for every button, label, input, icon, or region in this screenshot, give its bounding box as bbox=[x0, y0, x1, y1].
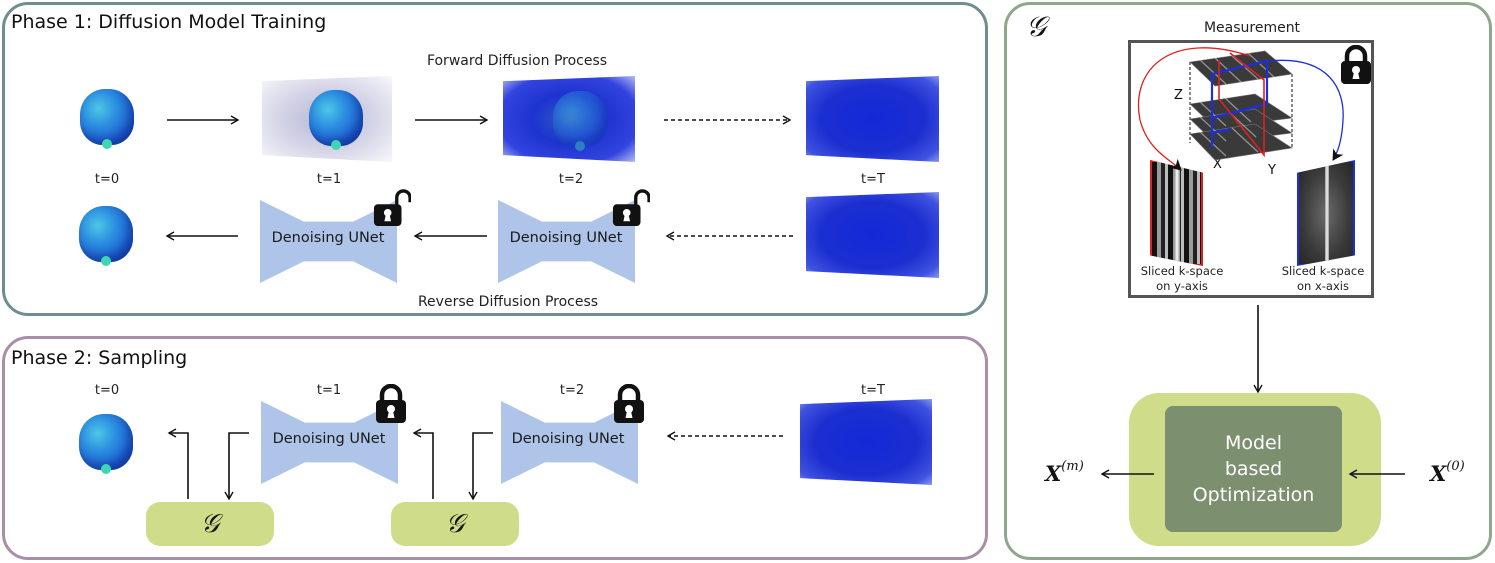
g-operator-block-2: 𝒢 bbox=[391, 502, 519, 546]
unet-label: Denoising UNet bbox=[272, 431, 386, 447]
model-based-optimization-block: Model based Optimization bbox=[1165, 406, 1342, 532]
measurement-title: Measurement bbox=[1203, 20, 1301, 36]
phase1-timestep-t0: t=0 bbox=[94, 172, 120, 187]
g-operator-block-1: 𝒢 bbox=[146, 502, 274, 546]
phase1-timestep-t1: t=1 bbox=[316, 172, 342, 187]
brain-volume-t0 bbox=[80, 89, 134, 149]
noise-volume-tT-reverse bbox=[806, 192, 939, 278]
noisy-volume-t2 bbox=[503, 76, 635, 162]
reverse-diffusion-label: Reverse Diffusion Process bbox=[417, 294, 599, 310]
axis-label-z: Z bbox=[1174, 88, 1183, 103]
kspace-slice-x-axis bbox=[1297, 160, 1355, 266]
output-variable-xm: X(m) bbox=[1045, 459, 1084, 486]
slice-x-caption: Sliced k-space on x-axis bbox=[1281, 264, 1365, 293]
unet-label: Denoising UNet bbox=[511, 431, 625, 447]
axis-label-x: X bbox=[1213, 157, 1222, 172]
phase1-title: Phase 1: Diffusion Model Training bbox=[11, 11, 327, 33]
brain-volume-sampled bbox=[79, 414, 133, 474]
noise-volume-tT bbox=[806, 76, 939, 162]
kspace-slice-y-axis bbox=[1150, 160, 1203, 266]
phase2-title: Phase 2: Sampling bbox=[11, 347, 188, 369]
phase2-timestep-t0: t=0 bbox=[94, 383, 120, 398]
g-operator-symbol: 𝒢 bbox=[1026, 10, 1046, 43]
input-variable-x0: X(0) bbox=[1430, 459, 1465, 486]
noise-volume-tT-sampling bbox=[800, 399, 932, 485]
phase2-timestep-tT: t=T bbox=[861, 383, 885, 398]
axis-label-y: Y bbox=[1268, 163, 1276, 178]
phase2-timestep-t2: t=2 bbox=[559, 383, 585, 398]
slice-y-caption: Sliced k-space on y-axis bbox=[1140, 264, 1224, 293]
brain-volume-t1 bbox=[309, 90, 363, 150]
brain-volume-reconstructed bbox=[79, 206, 133, 266]
faint-brain-t2 bbox=[553, 91, 607, 151]
phase1-timestep-t2: t=2 bbox=[558, 172, 584, 187]
unet-label: Denoising UNet bbox=[271, 230, 385, 246]
phase1-timestep-tT: t=T bbox=[861, 172, 885, 187]
phase2-timestep-t1: t=1 bbox=[316, 383, 342, 398]
forward-diffusion-label: Forward Diffusion Process bbox=[426, 53, 608, 69]
unet-label: Denoising UNet bbox=[509, 230, 623, 246]
